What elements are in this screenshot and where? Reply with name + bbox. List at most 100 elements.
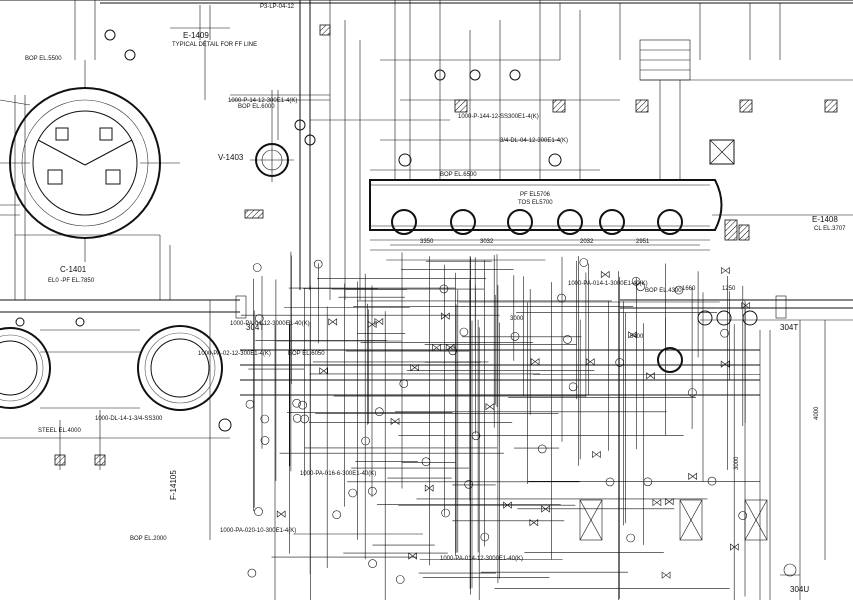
instrument-bubble <box>368 559 377 568</box>
valve-symbol <box>688 472 697 480</box>
lower-left-shells <box>0 317 232 470</box>
instrument-bubble <box>537 444 547 454</box>
grid-mark-2: 304T <box>780 323 798 332</box>
valve-symbol <box>600 270 610 279</box>
exchanger-e-1408 <box>369 179 853 251</box>
valve-symbol <box>432 344 441 352</box>
equipment-f-14105-id: F-14105 <box>169 470 178 500</box>
instrument-bubble <box>626 533 636 543</box>
valve-symbol <box>646 372 655 380</box>
valve-symbol <box>328 318 338 326</box>
instrument-bubble <box>707 476 717 486</box>
vessel-v-1403-id: V-1403 <box>218 153 244 162</box>
valve-symbol <box>721 266 730 275</box>
instrument-bubble <box>448 346 458 356</box>
valve-symbol <box>374 317 384 326</box>
dim-1: 3350 <box>420 239 434 245</box>
instrument-bubble <box>439 284 449 294</box>
valve-symbol <box>720 360 730 368</box>
elev-3: BOP EL.6500 <box>440 172 477 178</box>
vessel-c-1401-id: C-1401 <box>60 265 87 274</box>
instrument-bubble <box>471 431 481 441</box>
instrument-bubble <box>247 568 257 578</box>
instrument-bubble <box>464 479 474 489</box>
instrument-bubble <box>605 477 615 487</box>
line-label-5: 1000-PA-04-12-3000E1-40(K) <box>230 321 310 327</box>
line-label-4: 1000-PA-014-1-3000E1-40(K) <box>568 281 648 287</box>
instrument-bubble <box>688 388 697 397</box>
instrument-bubble <box>292 398 302 408</box>
elev-7: STEEL EL.4000 <box>38 428 81 434</box>
valve-symbol <box>628 331 637 339</box>
dim-9: 4000 <box>814 406 820 420</box>
line-label-6: 1000-DL-14-1-3/4-SS300 <box>95 416 163 422</box>
instrument-bubble <box>254 507 263 516</box>
detail-text: TYPICAL DETAIL FOR FF LINE <box>172 42 257 48</box>
instrument-bubble <box>300 414 309 424</box>
valve-symbol <box>319 367 328 375</box>
instrument-bubble <box>643 477 653 487</box>
central-piping-cluster <box>240 251 760 600</box>
valve-symbol <box>445 343 455 351</box>
instrument-bubble <box>441 508 450 518</box>
instrument-bubble <box>563 335 572 344</box>
exchanger-tos-label: TOS EL5700 <box>518 200 553 206</box>
valve-symbol <box>441 312 450 320</box>
dim-8: 1250 <box>722 286 736 292</box>
vessel-v-1403 <box>244 90 294 219</box>
exchanger-e-1408-id: E-1408 <box>812 215 838 224</box>
instrument-bubble <box>374 407 384 417</box>
line-label-1: 1000-P-14-12-300E1-4(K) <box>228 98 297 104</box>
dim-2: 3032 <box>480 239 494 245</box>
instrument-bubble <box>568 382 578 392</box>
instrument-bubble <box>292 413 302 423</box>
instrument-bubble <box>674 285 684 295</box>
instrument-bubble <box>313 259 323 269</box>
valve-symbol <box>276 510 286 518</box>
exchanger-pf-label: PF EL5706 <box>520 192 551 198</box>
dim-10: 3000 <box>734 456 740 470</box>
grid-mark-3: 304U <box>790 585 809 594</box>
instrument-bubble <box>332 510 342 520</box>
line-label-9: 1000-PA-014-12-3000E1-40(K) <box>440 556 523 562</box>
instrument-bubble <box>361 436 370 446</box>
instrument-bubble <box>459 327 469 337</box>
elev-1: BOP EL.5500 <box>25 56 62 62</box>
instrument-bubble <box>738 511 748 520</box>
instrument-bubble <box>615 358 625 367</box>
valve-symbol <box>585 358 595 366</box>
right-side-piping <box>579 299 853 600</box>
elev-4: BOP EL.4300 <box>645 288 682 294</box>
valve-symbol <box>741 301 751 310</box>
instrument-bubble <box>399 379 409 388</box>
valve-symbol <box>592 450 601 459</box>
dim-4: 2951 <box>636 239 650 245</box>
valve-symbol <box>390 417 400 426</box>
valve-symbol <box>661 571 671 579</box>
instrument-bubble <box>368 486 377 496</box>
valve-symbol <box>530 357 540 366</box>
valve-symbol <box>529 519 539 527</box>
instrument-bubble <box>395 575 405 584</box>
instrument-bubble <box>260 436 270 445</box>
left-piping <box>0 95 240 540</box>
dim-3: 2032 <box>580 239 594 245</box>
valve-symbol <box>410 363 420 372</box>
line-label-3: 1000-PA-02-12-300E1-4(K) <box>198 351 271 357</box>
valve-symbol <box>485 403 495 411</box>
line-label-8: 1000-PA-016-6-300E1-40(K) <box>300 471 376 477</box>
detail-id: E-1409 <box>183 31 209 40</box>
vessel-c-1401-elevation: EL0 -PF EL.7850 <box>48 278 95 284</box>
dim-6: 5400 <box>630 334 644 340</box>
line-label-7: 3/4-DL-04-12-300E1-4(K) <box>500 138 568 144</box>
grid-markers <box>235 295 787 319</box>
instrument-bubble <box>254 314 264 323</box>
elev-6: BOP EL.2000 <box>130 536 167 542</box>
dim-5: 3000 <box>510 316 524 322</box>
typical-detail-note <box>170 5 230 100</box>
instrument-bubble <box>421 457 431 467</box>
instrument-bubble <box>348 488 358 498</box>
valve-symbol <box>367 320 377 328</box>
instrument-bubble <box>245 399 255 409</box>
